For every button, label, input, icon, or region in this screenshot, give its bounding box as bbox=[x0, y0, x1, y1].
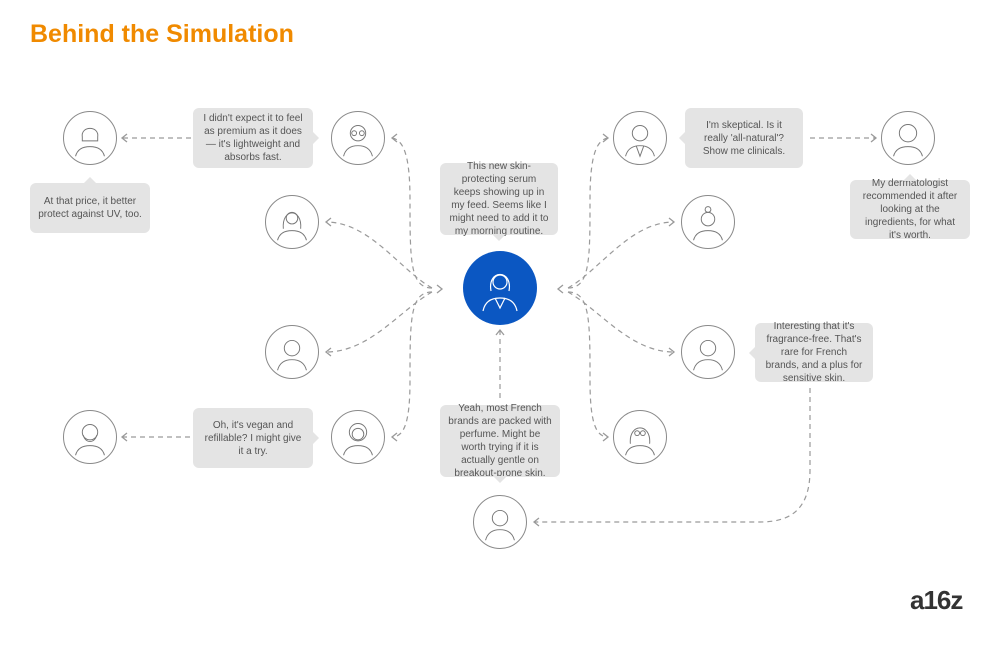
woman-short-hair-icon bbox=[893, 124, 923, 157]
man-icon bbox=[693, 339, 723, 371]
speech-bubble: My dermatologist recommended it after lo… bbox=[850, 174, 970, 241]
bearded-man-icon bbox=[75, 424, 105, 456]
connector bbox=[325, 221, 433, 289]
speech-bubble: Yeah, most French brands are packed with… bbox=[440, 403, 560, 483]
persona-avatar[interactable] bbox=[881, 111, 935, 165]
woman-glasses-icon bbox=[625, 427, 655, 456]
a16z-logo: a16z bbox=[910, 585, 963, 615]
persona-avatar[interactable] bbox=[265, 325, 319, 379]
connector bbox=[391, 137, 433, 289]
persona-avatar[interactable] bbox=[681, 325, 735, 379]
persona-avatar[interactable] bbox=[63, 410, 117, 464]
persona-avatar[interactable] bbox=[331, 410, 385, 464]
persona-avatar[interactable] bbox=[473, 495, 527, 549]
woman-bun-icon bbox=[693, 206, 723, 241]
persona-avatar[interactable] bbox=[613, 410, 667, 464]
connector bbox=[567, 291, 609, 438]
woman-long-hair-icon bbox=[277, 211, 307, 241]
page-title: Behind the Simulation bbox=[30, 20, 294, 48]
speech-bubble: Oh, it's vegan and refillable? I might g… bbox=[193, 408, 319, 468]
connector bbox=[567, 291, 675, 353]
persona-avatar[interactable] bbox=[613, 111, 667, 165]
man-icon bbox=[485, 509, 515, 541]
speech-bubble-center: This new skin-protecting serum keeps sho… bbox=[440, 161, 558, 241]
persona-avatar[interactable] bbox=[63, 111, 117, 165]
connector bbox=[391, 291, 433, 438]
curly-hair-woman-icon bbox=[343, 423, 373, 456]
arrowheads bbox=[120, 133, 878, 527]
speech-bubble: I'm skeptical. Is it really 'all-natural… bbox=[679, 108, 803, 168]
speech-bubble: I didn't expect it to feel as premium as… bbox=[193, 108, 319, 168]
connector bbox=[567, 221, 675, 289]
speech-bubble: At that price, it better protect against… bbox=[30, 177, 150, 233]
connector bbox=[325, 291, 433, 353]
older-man-glasses-icon bbox=[343, 125, 373, 157]
woman-icon bbox=[75, 127, 105, 157]
man-icon bbox=[277, 339, 307, 371]
woman-professional-icon bbox=[482, 274, 518, 312]
persona-avatar[interactable] bbox=[265, 195, 319, 249]
persona-avatar[interactable] bbox=[681, 195, 735, 249]
persona-avatar[interactable] bbox=[331, 111, 385, 165]
central-persona-avatar[interactable] bbox=[463, 251, 537, 325]
man-suit-icon bbox=[625, 125, 655, 158]
connector bbox=[534, 388, 811, 523]
speech-bubble: Interesting that it's fragrance-free. Th… bbox=[749, 321, 873, 384]
connector bbox=[567, 137, 609, 289]
